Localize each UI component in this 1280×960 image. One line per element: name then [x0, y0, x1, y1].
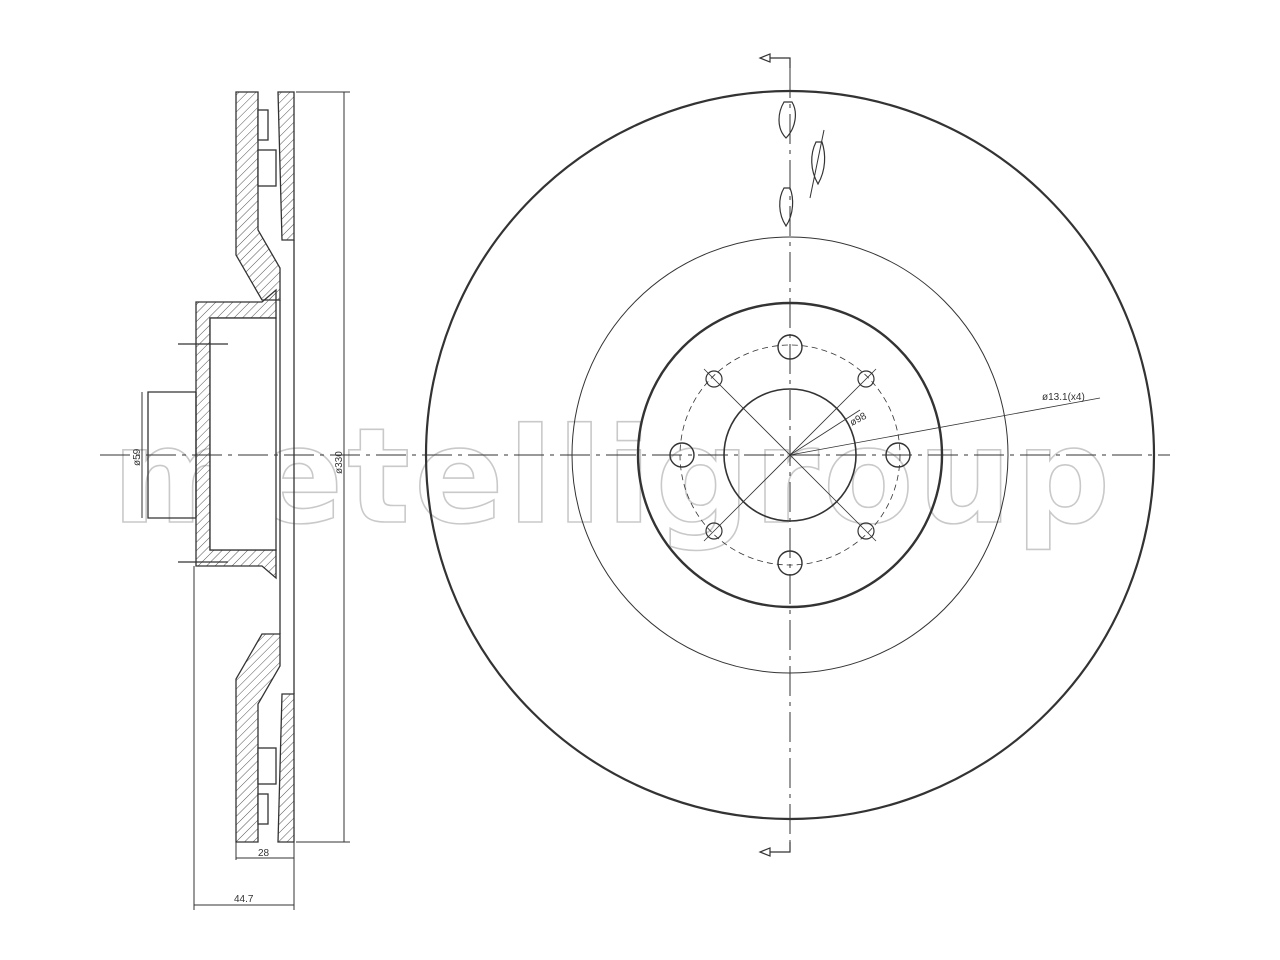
- vent-profile-2: [779, 187, 794, 228]
- bolt-hole-right: [885, 442, 911, 468]
- hole-diameter-label: ø13.1(x4): [1042, 392, 1085, 403]
- upper-outer-ring: [277, 91, 295, 241]
- small-hole-ll: [705, 522, 723, 540]
- small-hole-lr: [857, 522, 875, 540]
- overall-height-label: 44.7: [234, 894, 254, 905]
- lower-vent-2: [257, 793, 269, 825]
- small-hole-ur: [857, 370, 875, 388]
- vent-profile-1: [778, 101, 796, 139]
- disc-thickness-label: 28: [258, 848, 270, 859]
- front-view: [424, 53, 1156, 857]
- small-hole-ul: [705, 370, 723, 388]
- lower-outer-ring: [277, 693, 295, 843]
- lower-vent: [257, 747, 277, 785]
- vent-profile-3: [811, 141, 826, 186]
- bolt-hole-left: [669, 442, 695, 468]
- outer-diameter-label: ø330: [334, 451, 345, 474]
- upper-vent-2: [257, 109, 269, 141]
- side-view: [141, 91, 350, 910]
- bore-diameter-label: ø59: [132, 448, 143, 466]
- hat-inner: [209, 317, 277, 551]
- watermark-text: metelligroup: [112, 400, 1114, 554]
- upper-vent: [257, 149, 277, 187]
